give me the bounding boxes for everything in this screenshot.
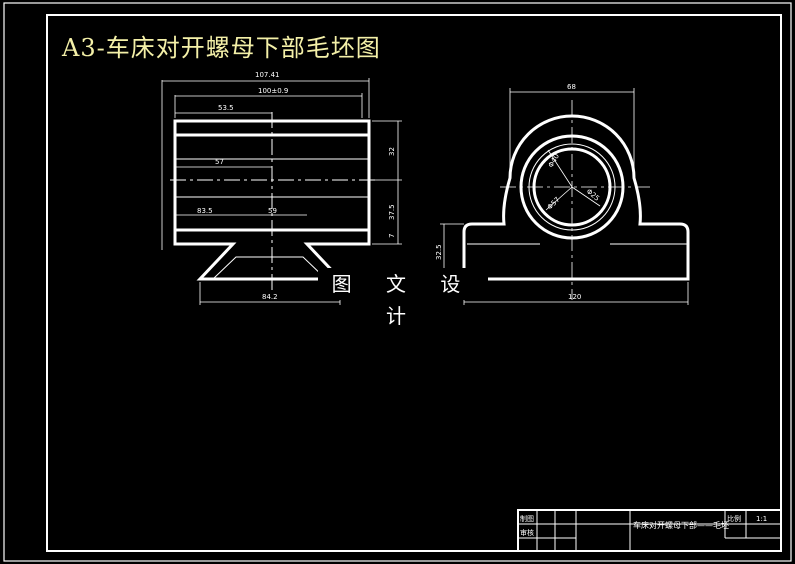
side-view	[440, 88, 690, 305]
dim-text-top-width: 68	[567, 83, 576, 91]
dim-text-base-width: 120	[568, 293, 581, 301]
title-block-texts: 制图 审核 车床对开螺母下部——毛坯 比例 1:1	[520, 514, 767, 537]
dim-text-boss-2: Φ25	[585, 187, 601, 202]
dim-text-left-height: 32.5	[435, 244, 443, 260]
dim-text-mid-offset: 57	[215, 158, 224, 166]
dim-text-right-offset: 59	[268, 207, 277, 215]
leader-bore	[547, 149, 573, 188]
dim-text-left-offset: 83.5	[197, 207, 213, 215]
front-view-foot-inner	[212, 256, 327, 280]
title-block-check-label: 审核	[520, 528, 534, 537]
dim-text-top-offset: 53.5	[218, 104, 234, 112]
sheet-inner-border	[46, 14, 782, 552]
title-block-frame	[517, 509, 782, 552]
title-block-part-name: 车床对开螺母下部——毛坯	[633, 520, 729, 530]
dim-text-height-top: 32	[388, 147, 396, 156]
dim-text-inner-width: 100±0.9	[258, 87, 288, 95]
watermark-text: 图 文 设 计	[318, 268, 488, 328]
dim-text-height-small: 7	[388, 234, 396, 238]
drawing-title: A3-车床对开螺母下部毛坯图	[62, 34, 381, 62]
sheet-outer-border	[3, 2, 792, 562]
leader-boss	[545, 186, 573, 211]
dim-text-height-bottom: 37.5	[388, 204, 396, 220]
title-block	[517, 509, 782, 552]
side-view-outline	[462, 114, 690, 281]
title-block-scale-value: 1:1	[756, 515, 767, 523]
leader-boss-2	[571, 186, 601, 207]
title-block-drawn-label: 制图	[520, 514, 534, 523]
front-view-dim-texts: 107.41 100±0.9 53.5 57 83.5 59 84.2 32 3…	[197, 71, 396, 301]
dim-text-overall-width: 107.41	[255, 71, 280, 79]
dim-text-bottom-width: 84.2	[262, 293, 278, 301]
title-block-scale-label: 比例	[727, 514, 741, 523]
